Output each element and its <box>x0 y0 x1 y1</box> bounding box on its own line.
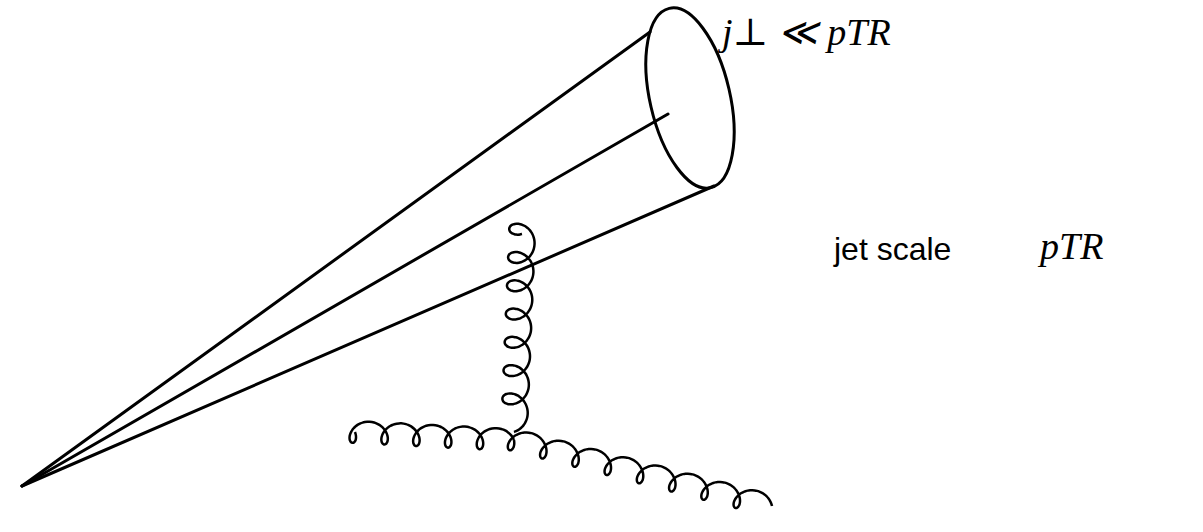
math-label: j⊥ ≪ pTR <box>722 12 891 54</box>
cone-edge <box>22 32 650 486</box>
math-label: pTR <box>1040 226 1103 268</box>
cone-edge <box>22 186 714 486</box>
jet-axis <box>22 114 668 486</box>
gluon-line <box>508 432 772 508</box>
scale-label: jet scale <box>834 232 951 267</box>
gluon-line <box>350 422 514 450</box>
gluon-line <box>502 224 534 432</box>
